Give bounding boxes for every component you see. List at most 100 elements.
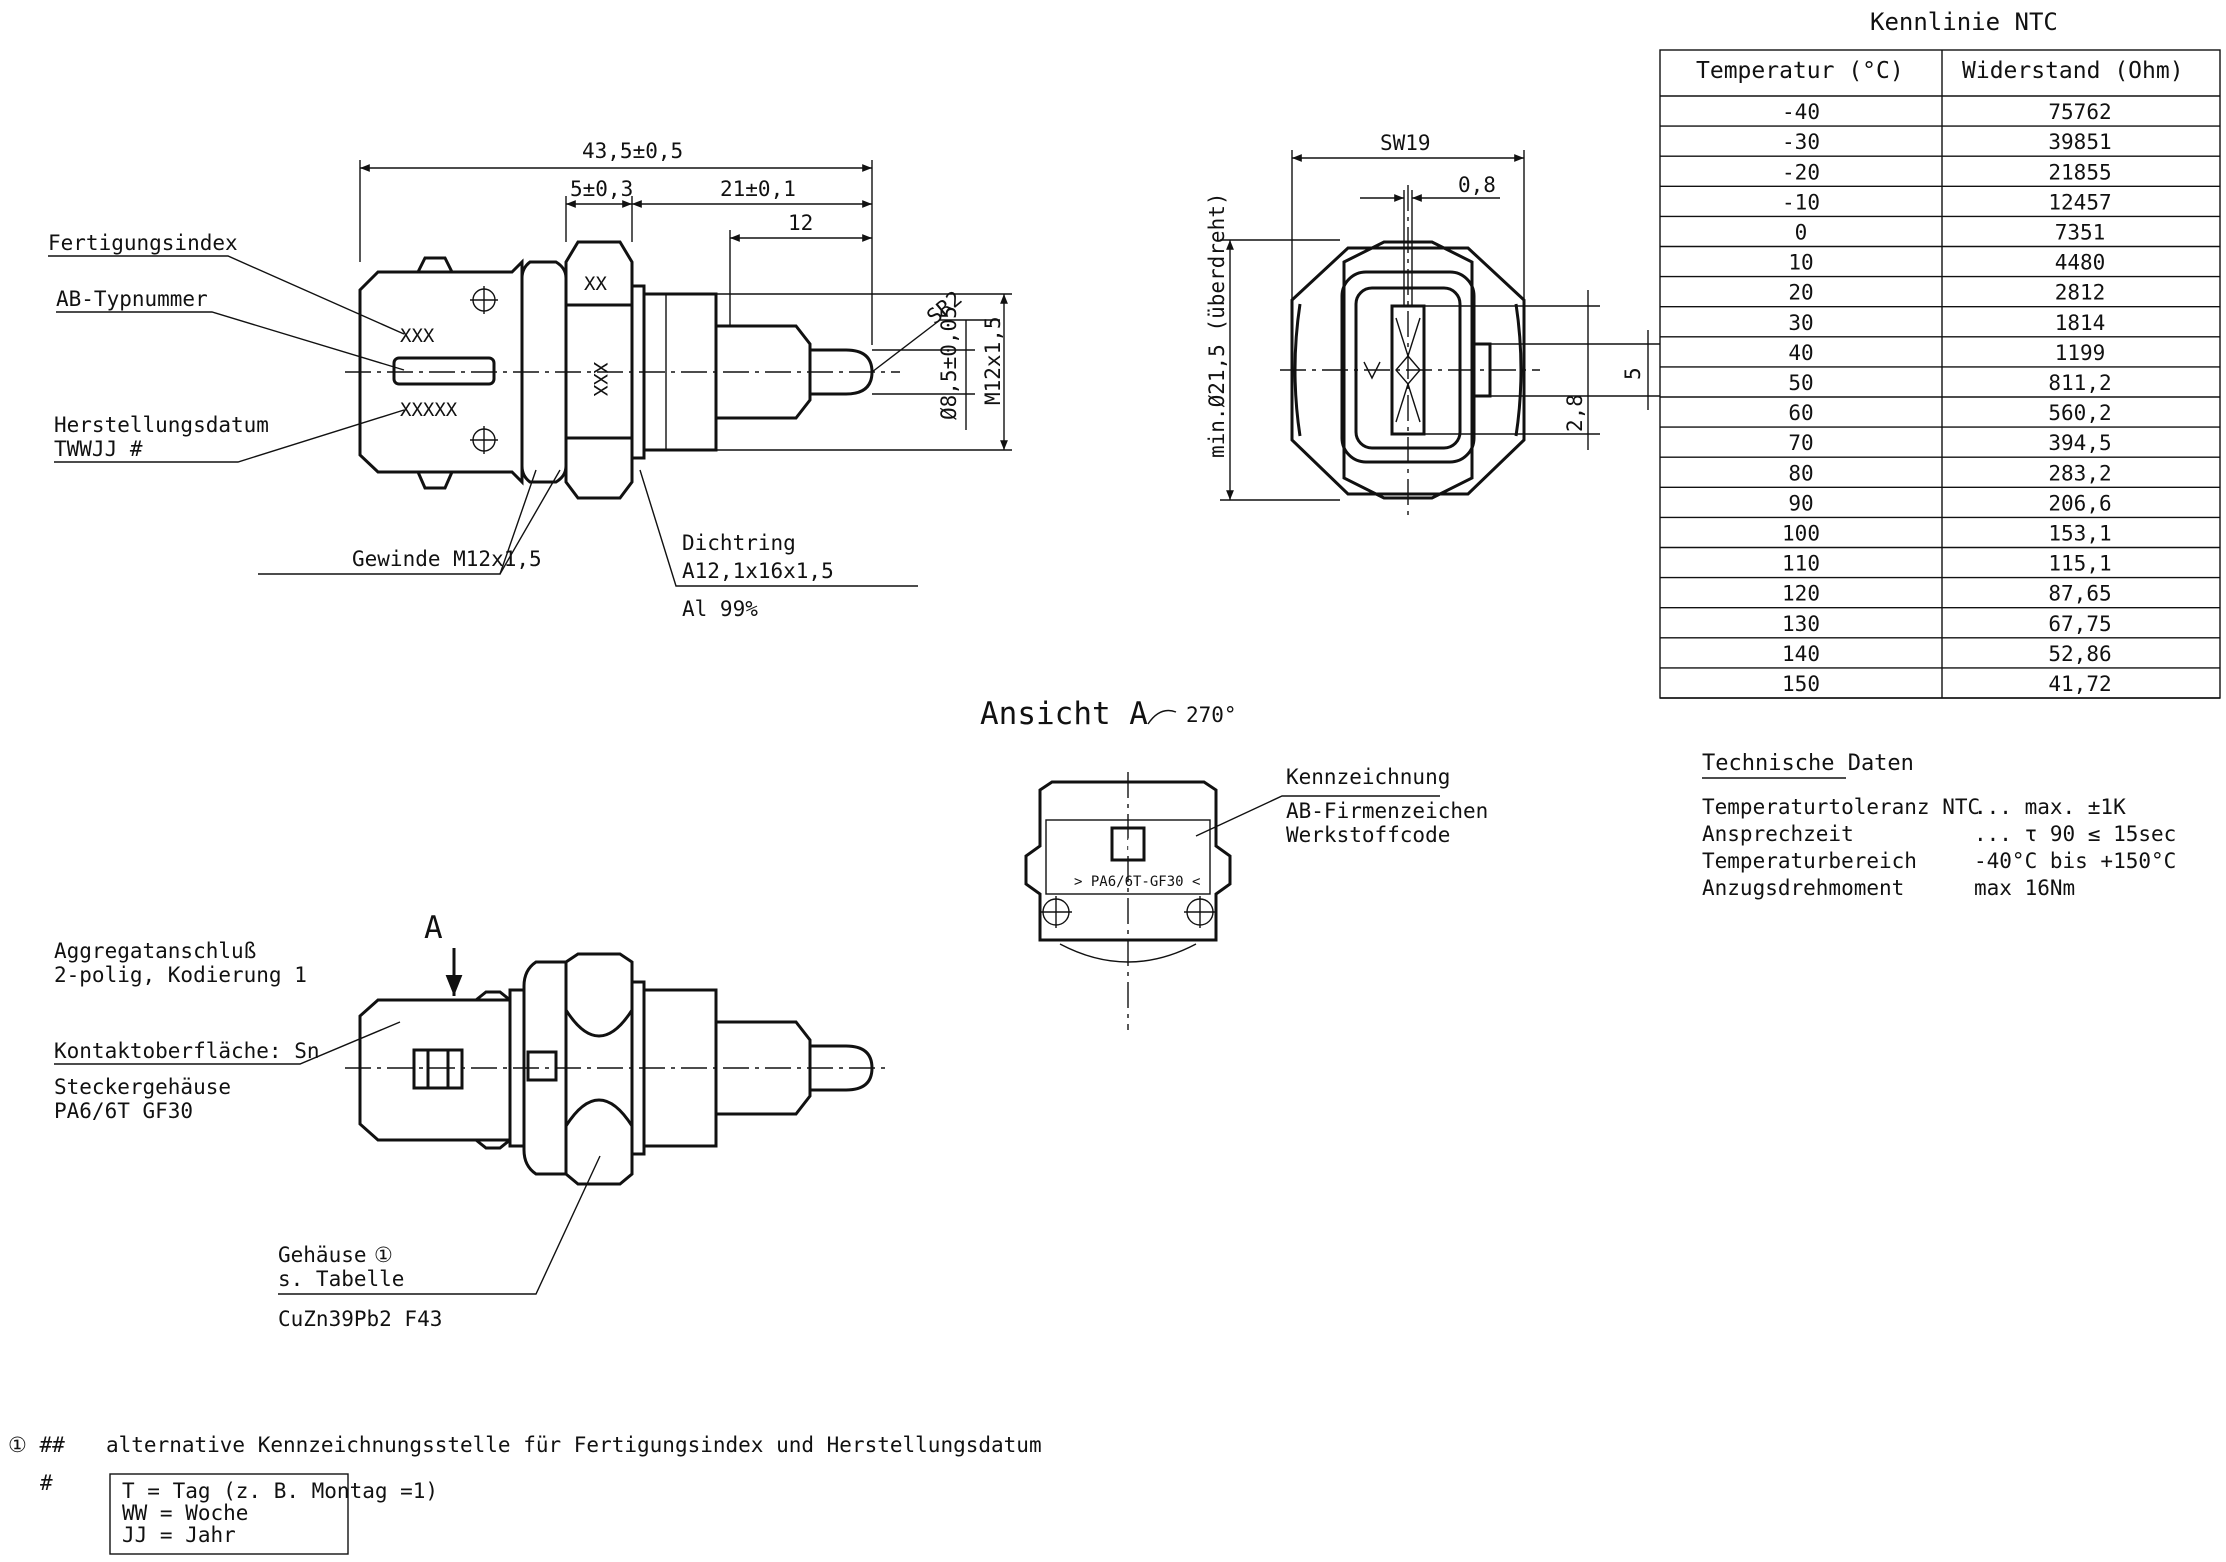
ntc-cell-temp: -30 xyxy=(1782,130,1820,154)
label-gehaeuse2: s. Tabelle xyxy=(278,1267,404,1291)
view-a-label-field xyxy=(1045,819,1211,895)
bottom-connector xyxy=(358,998,512,1142)
ntc-cell-temp: 100 xyxy=(1782,522,1820,546)
ntc-cell-temp: 110 xyxy=(1782,552,1820,576)
ntc-cell-resistance: 87,65 xyxy=(2048,582,2111,606)
end-polarity-mark xyxy=(1363,361,1381,380)
bottom-tip xyxy=(810,1044,874,1092)
ntc-cell-temp: 150 xyxy=(1782,672,1820,696)
ntc-cell-temp: 120 xyxy=(1782,582,1820,606)
ntc-cell-resistance: 4480 xyxy=(2055,251,2106,275)
end-view: SW19 0,8 min.Ø21,5 (überdreht) 2,8 5 xyxy=(1205,131,1660,520)
dim-sw19: SW19 xyxy=(1380,131,1431,155)
ntc-title: Kennlinie NTC xyxy=(1870,8,2058,36)
arrow-a-label: A xyxy=(424,910,443,946)
bottom-window xyxy=(412,1048,464,1090)
mark-xxx: XXX xyxy=(400,325,435,347)
ntc-cell-resistance: 39851 xyxy=(2048,130,2111,154)
ntc-cell-temp: 60 xyxy=(1788,401,1813,425)
ntc-cell-resistance: 153,1 xyxy=(2048,522,2111,546)
bottom-hex-faces xyxy=(564,1009,634,1127)
label-datecode: TWWJJ # xyxy=(54,437,143,461)
ntc-cell-resistance: 21855 xyxy=(2048,160,2111,184)
label-gehaeuse3: CuZn39Pb2 F43 xyxy=(278,1307,442,1331)
end-connector-shell xyxy=(1342,240,1474,500)
end-turned-left xyxy=(1293,303,1302,437)
label-aggregat2: 2-polig, Kodierung 1 xyxy=(54,963,307,987)
view-a-angle: 270° xyxy=(1186,703,1237,727)
ntc-cell-temp: 50 xyxy=(1788,371,1813,395)
dim-tip-len: 12 xyxy=(788,211,813,235)
view-a-logo-text: ab xyxy=(1116,836,1138,857)
bottom-view: A Aggregatanschluß 2-polig, Kodierung 1 … xyxy=(54,910,886,1331)
label-dichtring: Dichtring xyxy=(682,531,796,555)
dim-hex: 5±0,3 xyxy=(570,177,633,201)
connector-body xyxy=(358,258,524,486)
label-material: Al 99% xyxy=(682,597,758,621)
ntc-cell-temp: 70 xyxy=(1788,431,1813,455)
view-a: Ansicht A 270° ab > PA6/6T-GF30 < Kennze… xyxy=(980,696,1488,1030)
label-kontakt: Kontaktoberfläche: Sn xyxy=(54,1039,320,1063)
dim-5: 5 xyxy=(1621,367,1645,380)
ntc-cell-resistance: 811,2 xyxy=(2048,371,2111,395)
dim-overall: 43,5±0,5 xyxy=(582,139,683,163)
ntc-cell-resistance: 52,86 xyxy=(2048,642,2111,666)
label-fertigungsindex: Fertigungsindex xyxy=(48,231,238,255)
ntc-cell-temp: 0 xyxy=(1795,221,1808,245)
ntc-cell-temp: -40 xyxy=(1782,100,1820,124)
label-stecker1: Steckergehäuse xyxy=(54,1075,231,1099)
ntc-cell-resistance: 115,1 xyxy=(2048,552,2111,576)
tech-value: ... max. ±1K xyxy=(1974,795,2126,819)
connector-slot xyxy=(392,356,496,386)
tech-data: Technische Daten Temperaturtoleranz NTC.… xyxy=(1702,751,2176,900)
label-gewinde: Gewinde M12x1,5 xyxy=(352,547,542,571)
probe-neck xyxy=(714,324,812,420)
ntc-header-temp: Temperatur (°C) xyxy=(1696,58,1904,84)
ntc-cell-resistance: 283,2 xyxy=(2048,461,2111,485)
label-firmenzeichen: AB-Firmenzeichen xyxy=(1286,799,1488,823)
mark-xxxxx: XXXXX xyxy=(400,399,458,421)
tech-value: max 16Nm xyxy=(1974,876,2075,900)
ntc-cell-resistance: 1814 xyxy=(2055,311,2106,335)
ntc-header-res: Widerstand (Ohm) xyxy=(1962,58,2184,84)
label-gehaeuse-mark: ① xyxy=(374,1243,393,1267)
footnote-marker: ① ## xyxy=(8,1433,65,1457)
dim-tip-dia: Ø8,5±0,05 xyxy=(937,306,961,420)
ntc-table: Kennlinie NTC Temperatur (°C) Widerstand… xyxy=(1659,8,2221,699)
ntc-cell-resistance: 67,75 xyxy=(2048,612,2111,636)
dim-28: 2,8 xyxy=(1563,394,1587,432)
ntc-cell-temp: 40 xyxy=(1788,341,1813,365)
label-werkstoffcode: Werkstoffcode xyxy=(1286,823,1450,847)
view-a-title: Ansicht A xyxy=(980,696,1148,732)
hex-mark-mid: XXX xyxy=(589,362,611,397)
label-aggregat1: Aggregatanschluß xyxy=(54,939,256,963)
label-kennzeichnung: Kennzeichnung xyxy=(1286,765,1450,789)
hex-nut xyxy=(564,240,634,500)
dim-min-dia: min.Ø21,5 (überdreht) xyxy=(1205,192,1229,458)
ntc-cell-temp: 20 xyxy=(1788,281,1813,305)
view-a-logo xyxy=(1110,826,1146,862)
footnote: ① ## alternative Kennzeichnungsstelle fü… xyxy=(8,1433,1042,1555)
footnote-text: alternative Kennzeichnungsstelle für Fer… xyxy=(106,1433,1042,1457)
connector-latches xyxy=(416,256,454,490)
label-dichtring-size: A12,1x16x1,5 xyxy=(682,559,834,583)
tech-label: Temperaturbereich xyxy=(1702,849,1917,873)
dim-thread: M12x1,5 xyxy=(981,316,1005,405)
ntc-table-frame xyxy=(1659,49,2221,699)
ntc-cell-temp: 30 xyxy=(1788,311,1813,335)
tech-rows: Temperaturtoleranz NTC... max. ±1KAnspre… xyxy=(1702,795,2176,900)
bottom-collar xyxy=(522,960,568,1176)
bottom-hex xyxy=(564,952,634,1186)
label-typnummer: AB-Typnummer xyxy=(56,287,208,311)
ntc-cell-resistance: 41,72 xyxy=(2048,672,2111,696)
tech-value: -40°C bis +150°C xyxy=(1974,849,2176,873)
view-a-material-mark: > PA6/6T-GF30 < xyxy=(1074,874,1200,890)
ntc-cell-resistance: 75762 xyxy=(2048,100,2111,124)
ntc-cell-temp: 90 xyxy=(1788,491,1813,515)
tech-title: Technische Daten xyxy=(1702,751,1914,776)
legend-line-1: T = Tag (z. B. Montag =1) xyxy=(122,1479,438,1503)
bottom-key xyxy=(526,1050,558,1082)
label-herstellungsdatum: Herstellungsdatum xyxy=(54,413,269,437)
